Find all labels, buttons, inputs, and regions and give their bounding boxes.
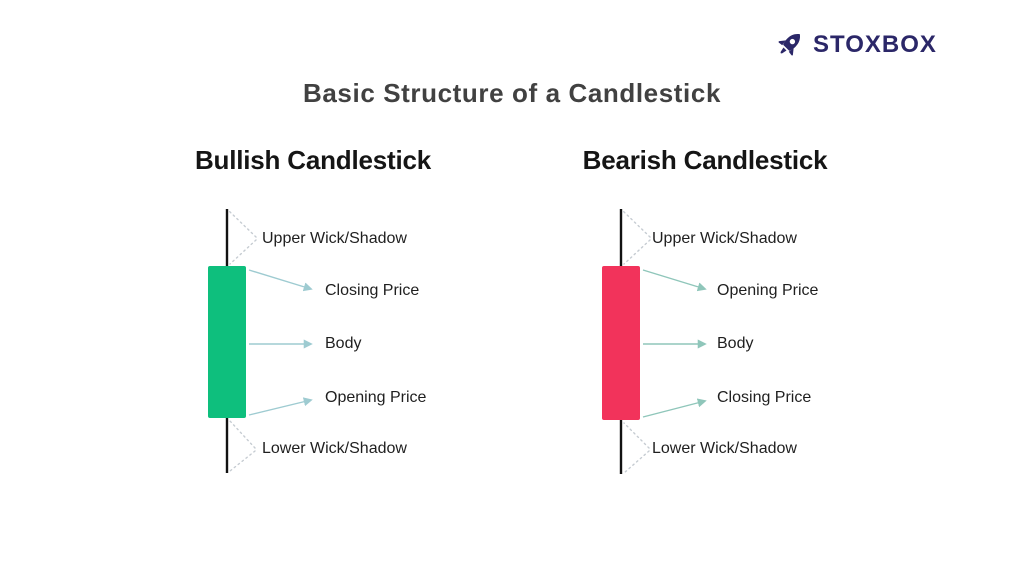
bullish-upper-wick-callout (228, 210, 257, 265)
bearish-heading: Bearish Candlestick (582, 145, 828, 175)
bullish-arrows (248, 269, 313, 416)
opening-price-arrow (248, 397, 313, 416)
bullish-label-body: Body (325, 335, 362, 352)
bearish-upper-wick-callout (622, 210, 651, 265)
closing-price-arrow (642, 398, 707, 418)
bearish-lower-wick-callout (623, 422, 650, 474)
brand-name: STOXBOX (813, 31, 937, 58)
bullish-label-closing-price: Closing Price (325, 282, 420, 299)
brand-logo: STOXBOX (772, 28, 937, 62)
bullish-label-lower-wick: Lower Wick/Shadow (262, 440, 407, 457)
bullish-label-opening-price: Opening Price (325, 389, 427, 406)
bullish-label-upper-wick: Upper Wick/Shadow (262, 230, 407, 247)
bearish-label-opening-price: Opening Price (717, 282, 819, 299)
bullish-lower-wick-callout (229, 420, 256, 472)
page-title: Basic Structure of a Candlestick (303, 78, 721, 108)
closing-price-arrow (248, 269, 313, 292)
bearish-arrows (642, 269, 707, 418)
bearish-label-closing-price: Closing Price (717, 389, 812, 406)
bearish-body (602, 266, 640, 420)
rocket-icon (772, 28, 806, 62)
bullish-heading: Bullish Candlestick (194, 145, 432, 175)
opening-price-arrow (642, 269, 707, 292)
bearish-label-upper-wick: Upper Wick/Shadow (652, 230, 797, 247)
bearish-label-lower-wick: Lower Wick/Shadow (652, 440, 797, 457)
bullish-body (208, 266, 246, 418)
bearish-label-body: Body (717, 335, 754, 352)
